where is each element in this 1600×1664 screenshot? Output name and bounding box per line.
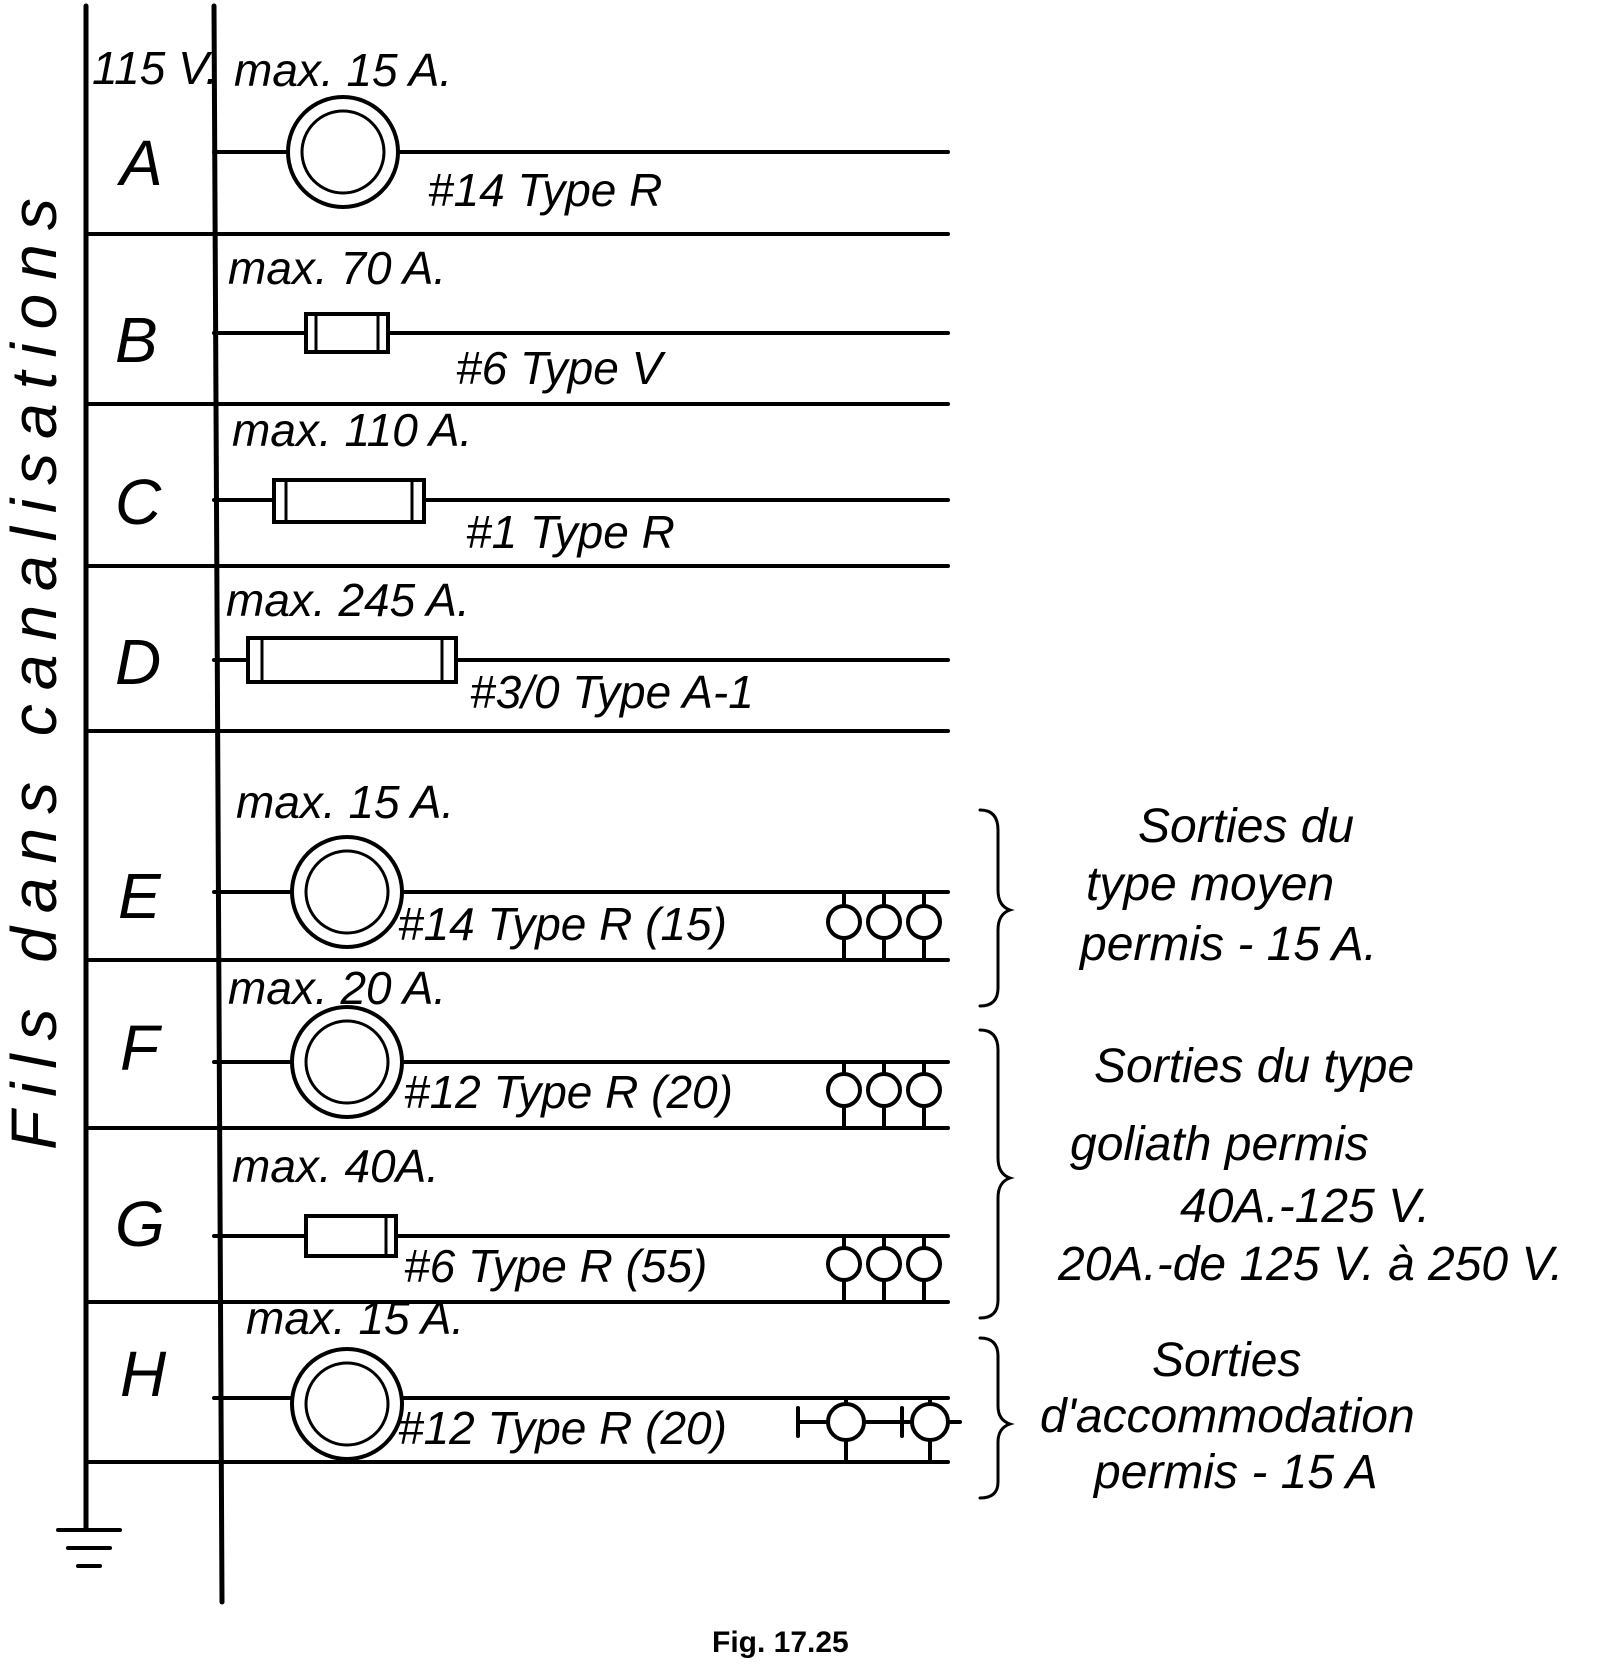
circuit-g: G max. 40A. #6 Type R (55) [84,1140,950,1304]
max-rating: max. 15 A. [234,44,452,96]
wire-spec: #6 Type R (55) [404,1240,707,1292]
cartridge-fuse-icon [304,312,390,354]
max-rating: max. 70 A. [228,242,446,294]
wire-spec: #1 Type R [466,506,675,558]
svg-text:permis - 15 A: permis - 15 A [1092,1446,1378,1499]
circuit-c: C max. 110 A. #1 Type R [84,404,950,568]
circuit-e: E max. 15 A. #14 Type R (15) [84,776,950,962]
circuit-letter: B [115,304,158,376]
max-rating: max. 20 A. [228,962,446,1014]
circuit-d: D max. 245 A. #3/0 Type A-1 [84,574,950,733]
wire-spec: #12 Type R (20) [404,1066,733,1118]
hot-conductor [211,3,225,1605]
max-rating: max. 245 A. [226,574,470,626]
note-e: Sorties du type moyen permis - 15 A. [1078,800,1377,971]
circuit-letter: E [118,860,162,932]
svg-text:Sorties du type: Sorties du type [1094,1040,1414,1093]
svg-text:permis - 15 A.: permis - 15 A. [1078,918,1377,971]
svg-text:20A.-de 125 V. à 250 V.: 20A.-de 125 V. à 250 V. [1057,1238,1563,1291]
svg-text:d'accommodation: d'accommodation [1040,1390,1415,1443]
lamp-socket-icons [826,890,942,962]
circuit-letter: G [115,1188,165,1260]
brace-fg [978,1028,1015,1320]
cartridge-fuse-icon [304,1214,398,1258]
cartridge-fuse-icon [272,478,426,524]
wire-spec: #6 Type V [456,342,667,394]
max-rating: max. 15 A. [246,1292,464,1344]
svg-text:type moyen: type moyen [1086,858,1334,911]
lamp-socket-icons [826,1234,942,1304]
circuit-letter: F [120,1012,163,1084]
brace-h [978,1336,1015,1500]
plug-fuse-icon [286,95,400,209]
max-rating: max. 40A. [232,1140,439,1192]
circuit-h: H max. 15 A. #12 Type R (20) [84,1292,962,1464]
brace-e [978,808,1015,1008]
circuit-letter: H [120,1338,167,1410]
wire-spec: #14 Type R (15) [398,898,727,950]
circuit-f: F max. 20 A. #12 Type R (20) [84,962,950,1130]
note-fg: Sorties du type goliath permis 40A.-125 … [1057,1040,1563,1291]
svg-text:Sorties du: Sorties du [1138,800,1354,853]
plug-fuse-icon [290,1347,404,1461]
max-rating: max. 15 A. [236,776,454,828]
circuit-letter: D [115,626,161,698]
ground-symbol [56,1528,122,1568]
circuit-letter: C [115,466,162,538]
cartridge-fuse-icon [246,636,458,684]
wire-spec: #12 Type R (20) [398,1402,727,1454]
plug-fuse-icon [290,1005,404,1119]
max-rating: max. 110 A. [232,404,472,456]
svg-text:goliath permis: goliath permis [1070,1118,1369,1171]
circuit-a: A max. 15 A. #14 Type R [84,44,950,236]
receptacle-icons [796,1396,962,1464]
lamp-socket-icons [826,1060,942,1130]
figure-caption: Fig. 17.25 [712,1626,849,1659]
circuit-b: B max. 70 A. #6 Type V [84,242,950,406]
svg-text:40A.-125 V.: 40A.-125 V. [1180,1180,1430,1233]
wire-spec: #3/0 Type A-1 [470,666,754,718]
svg-text:Sorties: Sorties [1152,1334,1301,1387]
plug-fuse-icon [290,835,404,949]
circuit-letter: A [116,127,163,199]
note-h: Sorties d'accommodation permis - 15 A [1040,1334,1415,1499]
voltage-label: 115 V. [92,42,218,94]
side-title: Fils dans canalisations [0,184,70,1150]
wire-spec: #14 Type R [428,164,662,216]
